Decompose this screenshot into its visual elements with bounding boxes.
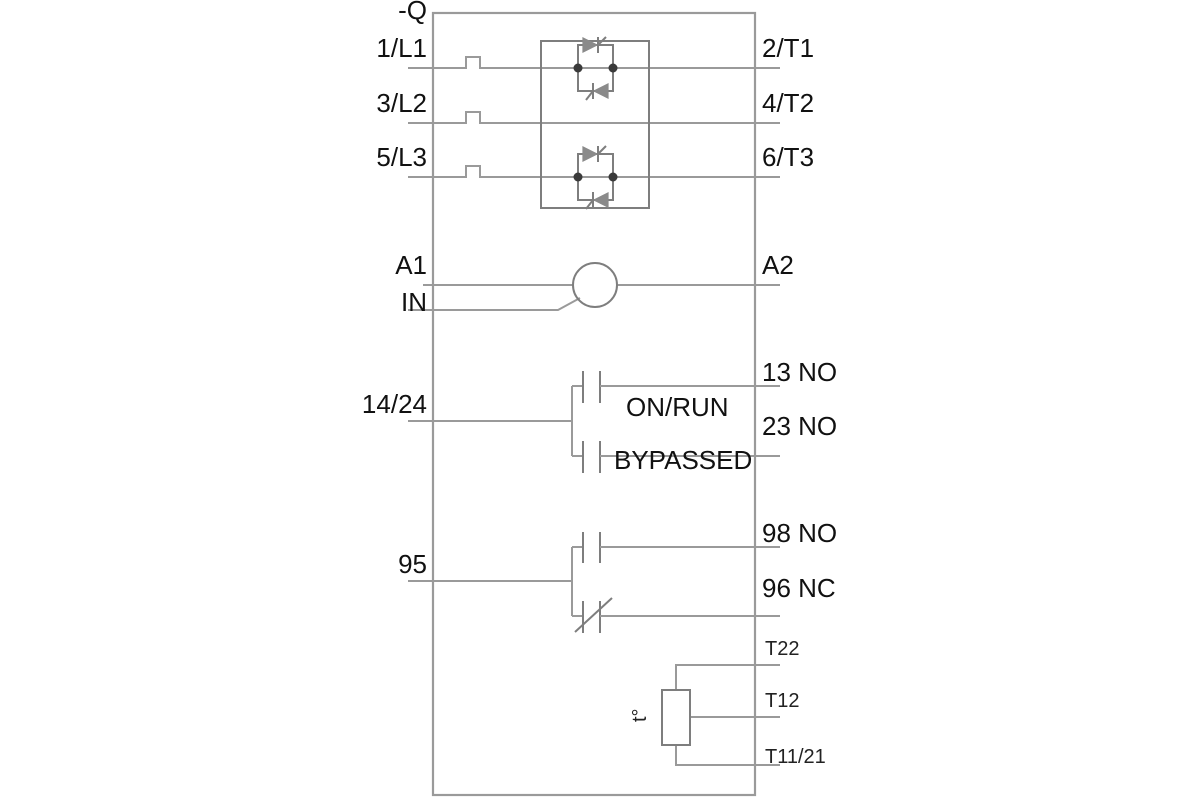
relay-contact-group-1 [408,371,780,473]
label-terminal-t12: T12 [765,690,799,712]
relay-contact-group-2 [408,532,780,633]
label-bypassed: BYPASSED [614,445,752,475]
label-terminal-in: IN [401,287,427,317]
label-terminal-3-l2: 3/L2 [376,88,427,118]
label-thermistor-symbol: t° [629,708,651,722]
label-terminal-2-t1: 2/T1 [762,33,814,63]
label-terminal-96-nc: 96 NC [762,573,836,603]
control-supply-circuit [408,262,780,311]
control-node-circle [572,262,618,308]
thermistor-circuit [661,664,780,766]
thyristor-pair-2 [573,145,618,210]
device-designation-label: -Q [398,0,427,25]
label-terminal-t22: T22 [765,638,799,660]
power-line-l2 [408,111,780,124]
label-on-run: ON/RUN [626,392,729,422]
thyristor-pair-1 [573,36,618,101]
label-terminal-13-no: 13 NO [762,357,837,387]
thyristor-module-box [540,40,650,209]
label-terminal-5-l3: 5/L3 [376,142,427,172]
label-terminal-t11-21: T11/21 [765,746,826,768]
label-terminal-6-t3: 6/T3 [762,142,814,172]
label-terminal-95: 95 [398,549,427,579]
label-terminal-4-t2: 4/T2 [762,88,814,118]
device-outline-box [431,11,757,797]
power-line-l1 [408,56,780,69]
label-terminal-a2: A2 [762,250,794,280]
thermistor-block [661,689,691,746]
nc-slash-indicator [574,597,613,633]
label-terminal-14-24: 14/24 [362,389,427,419]
label-terminal-98-no: 98 NO [762,518,837,548]
label-terminal-23-no: 23 NO [762,411,837,441]
label-terminal-1-l1: 1/L1 [376,33,427,63]
power-line-l3 [408,165,780,178]
label-terminal-a1: A1 [395,250,427,280]
